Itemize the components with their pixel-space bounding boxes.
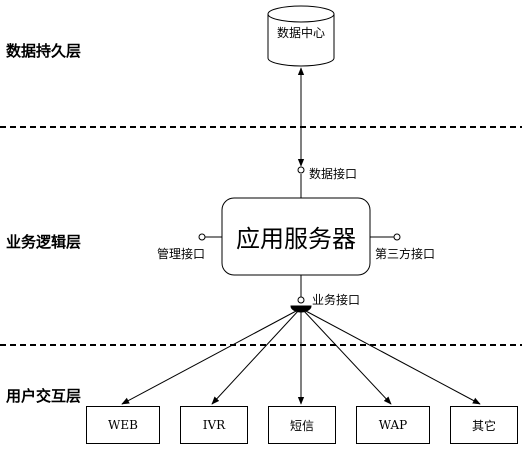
layer-label-persistence: 数据持久层 bbox=[6, 42, 82, 60]
application-server-label: 应用服务器 bbox=[236, 225, 356, 253]
data-interface-label: 数据接口 bbox=[309, 167, 358, 181]
arrow-to-wap bbox=[302, 309, 392, 405]
business-interface-socket-icon bbox=[290, 305, 312, 313]
business-interface-label: 业务接口 bbox=[312, 293, 361, 307]
arrow-to-other bbox=[303, 309, 481, 405]
client-web-box: WEB bbox=[86, 406, 160, 444]
management-interface-port-icon bbox=[198, 233, 206, 241]
layer-label-interaction: 用户交互层 bbox=[6, 387, 82, 405]
business-interface-port-icon bbox=[297, 296, 305, 304]
arrow-to-web bbox=[121, 309, 299, 405]
layer-label-business: 业务逻辑层 bbox=[6, 233, 82, 251]
management-interface-label: 管理接口 bbox=[157, 247, 206, 261]
data-interface-port-icon bbox=[297, 166, 305, 174]
third-party-interface-port-icon bbox=[393, 233, 401, 241]
database-label: 数据中心 bbox=[276, 26, 325, 40]
client-other-box: 其它 bbox=[450, 406, 518, 444]
client-sms-box: 短信 bbox=[268, 406, 336, 444]
client-ivr-box: IVR bbox=[180, 406, 248, 444]
database-cylinder-icon bbox=[267, 5, 335, 67]
third-party-interface-label: 第三方接口 bbox=[375, 247, 436, 261]
arrow-to-ivr bbox=[211, 309, 300, 405]
client-wap-box: WAP bbox=[356, 406, 430, 444]
